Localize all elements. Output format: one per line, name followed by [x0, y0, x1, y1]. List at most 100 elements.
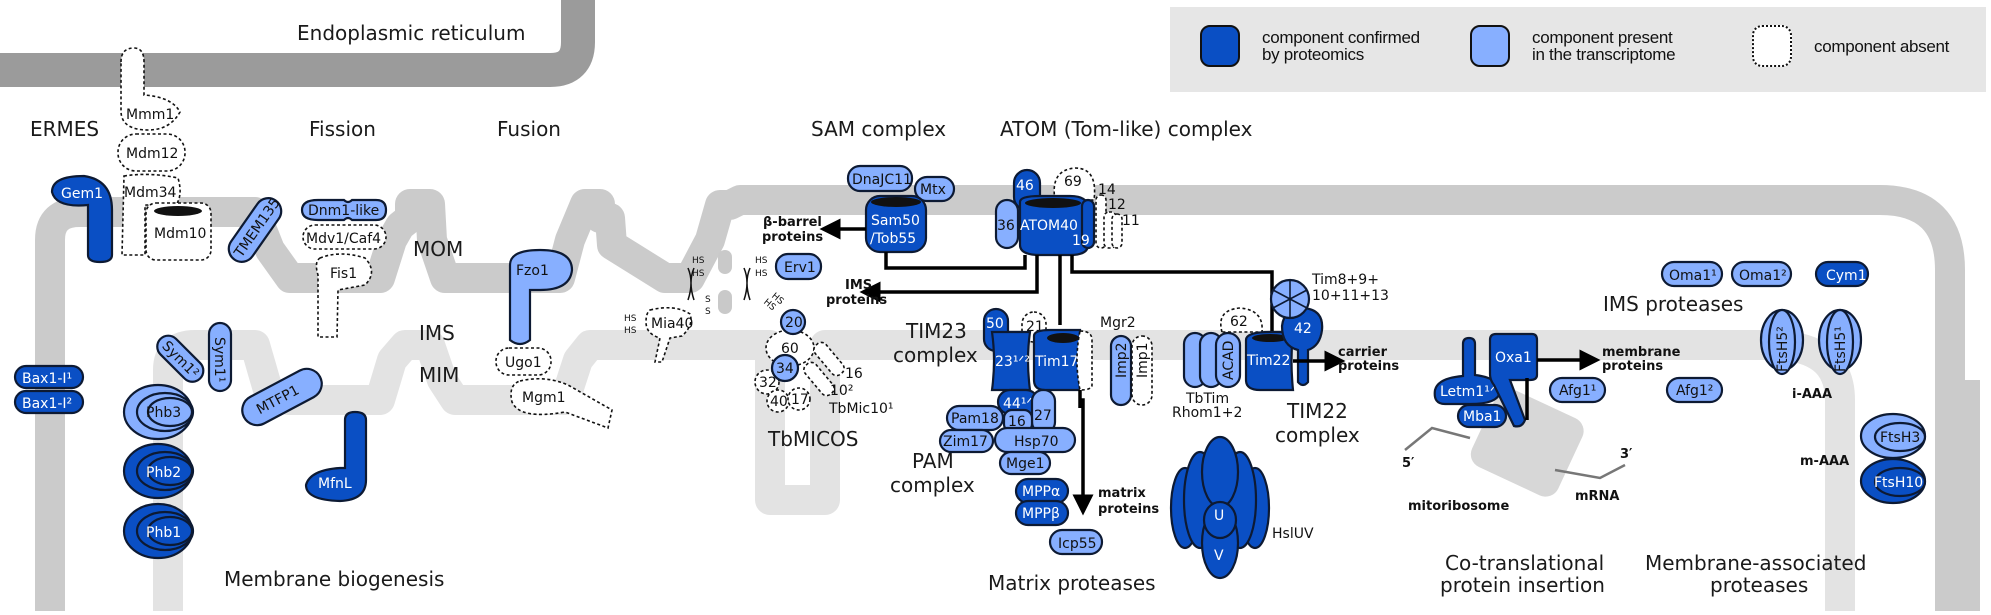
cym1 [1814, 260, 1870, 288]
svg-text:HS: HS [624, 326, 637, 336]
svg-text:50: 50 [986, 316, 1004, 332]
ims-label: IMS [419, 321, 455, 345]
ermes-heading: ERMES [30, 117, 99, 141]
oxa1 [1488, 332, 1539, 428]
dnajc11 [846, 164, 914, 193]
svg-text:Mdm10: Mdm10 [154, 226, 206, 242]
tmem135 [227, 197, 283, 263]
tim23-heading-2: complex [893, 343, 978, 367]
atom36 [994, 198, 1020, 250]
membrane-protease-group: Afg1¹ Afg1² FtsH5² FtsH5¹ i-AAA m-AAA Ft… [1548, 308, 1927, 505]
svg-text:Ugo1: Ugo1 [505, 355, 542, 371]
svg-text:Phb1: Phb1 [146, 525, 181, 541]
svg-text:Oma1¹: Oma1¹ [1669, 268, 1717, 284]
er-membrane [0, 0, 595, 87]
svg-text:Phb2: Phb2 [146, 465, 181, 481]
svg-text:19: 19 [1072, 233, 1090, 249]
svg-text:carrier: carrier [1338, 345, 1388, 360]
svg-text:HslUV: HslUV [1272, 526, 1314, 542]
svg-text:Sym1¹: Sym1¹ [211, 337, 227, 382]
svg-text:32: 32 [759, 375, 777, 391]
cotranslational-group: 5′ 3′ mitoribosome mRNA Letm1¹ᐟ² Mba1 Ox… [1402, 332, 1681, 514]
gem1 [50, 174, 114, 264]
mge1 [998, 450, 1052, 476]
tim42 [1280, 306, 1324, 387]
svg-text:TbMic10¹: TbMic10¹ [828, 401, 894, 417]
svg-text:HS: HS [624, 314, 637, 324]
mia40 [645, 306, 692, 363]
svg-text:Imp2: Imp2 [1114, 342, 1130, 378]
mic20 [779, 308, 807, 336]
svg-text:Hsp70: Hsp70 [1014, 434, 1059, 450]
pore-icon [1252, 334, 1288, 342]
atom-complex: 69 46 36 ATOM40 19 14 12 11 [994, 167, 1140, 257]
svg-text:proteins: proteins [1602, 359, 1663, 374]
svg-text:60: 60 [781, 341, 799, 357]
sym1-2 [156, 334, 205, 383]
confirmed-swatch [1200, 25, 1240, 67]
svg-text:Cym1: Cym1 [1826, 268, 1867, 284]
micos-heading: TbMICOS [767, 427, 858, 451]
fis1 [315, 253, 373, 338]
mrna-5prime [1404, 426, 1471, 451]
svg-text:62: 62 [1230, 314, 1248, 330]
ftsh10: FtsH10 [1859, 457, 1927, 505]
svg-text:Fis1: Fis1 [330, 266, 357, 282]
svg-text:12: 12 [1108, 197, 1126, 213]
outer-membrane [35, 185, 1965, 611]
absent-swatch [1752, 25, 1792, 67]
svg-text:Erv1: Erv1 [784, 260, 816, 276]
mic16 [813, 341, 845, 377]
mia40-erv1-pathway: HS HS S S HS HS Erv1 Mia40 HS HS [624, 250, 823, 363]
svg-text:TbTim: TbTim [1185, 391, 1229, 407]
pore-icon [1047, 333, 1079, 343]
hsluv: U V [1169, 435, 1271, 580]
sym1-1 [207, 321, 233, 393]
svg-text:Rhom1+2: Rhom1+2 [1172, 405, 1242, 421]
pam-heading-1: PAM [912, 449, 954, 473]
ims-protease-group: Oma1¹ Oma1² Cym1 [1660, 260, 1870, 288]
svg-text:27: 27 [1034, 408, 1052, 424]
matrix-protease-group: MPPα MPPβ Icp55 U V HslUV [1014, 435, 1314, 580]
mdv1-caf4 [302, 224, 387, 250]
matrix-proteins-arrow [1072, 390, 1094, 516]
mdm34 [121, 173, 181, 256]
svg-text:Icp55: Icp55 [1058, 536, 1097, 552]
phb2: Phb2 [122, 442, 195, 500]
svg-text:HS: HS [692, 269, 705, 279]
svg-text:IMS: IMS [845, 278, 872, 293]
svg-text:40: 40 [770, 394, 788, 410]
dnm1-like [300, 198, 388, 222]
fusion-complex: Fzo1 Ugo1 Mgm1 [495, 248, 613, 430]
mba1 [1456, 403, 1508, 429]
legend-label-confirmed: component confirmed by proteomics [1262, 28, 1420, 64]
mic34 [770, 353, 800, 383]
transcriptome-swatch [1470, 25, 1510, 67]
svg-text:proteins: proteins [762, 230, 823, 245]
tim22-heading-1: TIM22 [1286, 399, 1348, 423]
phb3: Phb3 [122, 383, 195, 441]
svg-text:U: U [1214, 508, 1224, 524]
svg-text:11: 11 [1122, 213, 1140, 229]
svg-text:Fzo1: Fzo1 [516, 263, 549, 279]
svg-text:FtsH10: FtsH10 [1874, 475, 1923, 491]
tim22 [1244, 330, 1295, 392]
electron-transfer-icon [743, 267, 751, 301]
sam-complex: DnaJC11 Mtx Sam50 /Tob55 β-barrel protei… [762, 164, 956, 254]
svg-text:10+11+13: 10+11+13 [1312, 288, 1389, 304]
membrane-proteases-heading-2: proteases [1710, 573, 1808, 597]
ims-proteins-arrow [859, 255, 1039, 303]
svg-text:DnaJC11: DnaJC11 [852, 172, 912, 188]
ftsh3: FtsH3 [1859, 412, 1927, 460]
atom19 [1080, 198, 1096, 250]
svg-text:Sam50: Sam50 [871, 213, 920, 229]
atom-to-sam-line [884, 252, 1027, 270]
svg-text:Bax1-I¹: Bax1-I¹ [22, 371, 72, 387]
svg-text:23¹ᐟ²: 23¹ᐟ² [995, 354, 1030, 370]
erv1 [774, 252, 823, 281]
legend-label-absent: component absent [1814, 36, 1950, 56]
fzo1 [508, 248, 574, 346]
svg-text:Mba1: Mba1 [1463, 409, 1501, 425]
svg-text:proteins: proteins [826, 293, 887, 308]
mic17 [787, 387, 811, 411]
